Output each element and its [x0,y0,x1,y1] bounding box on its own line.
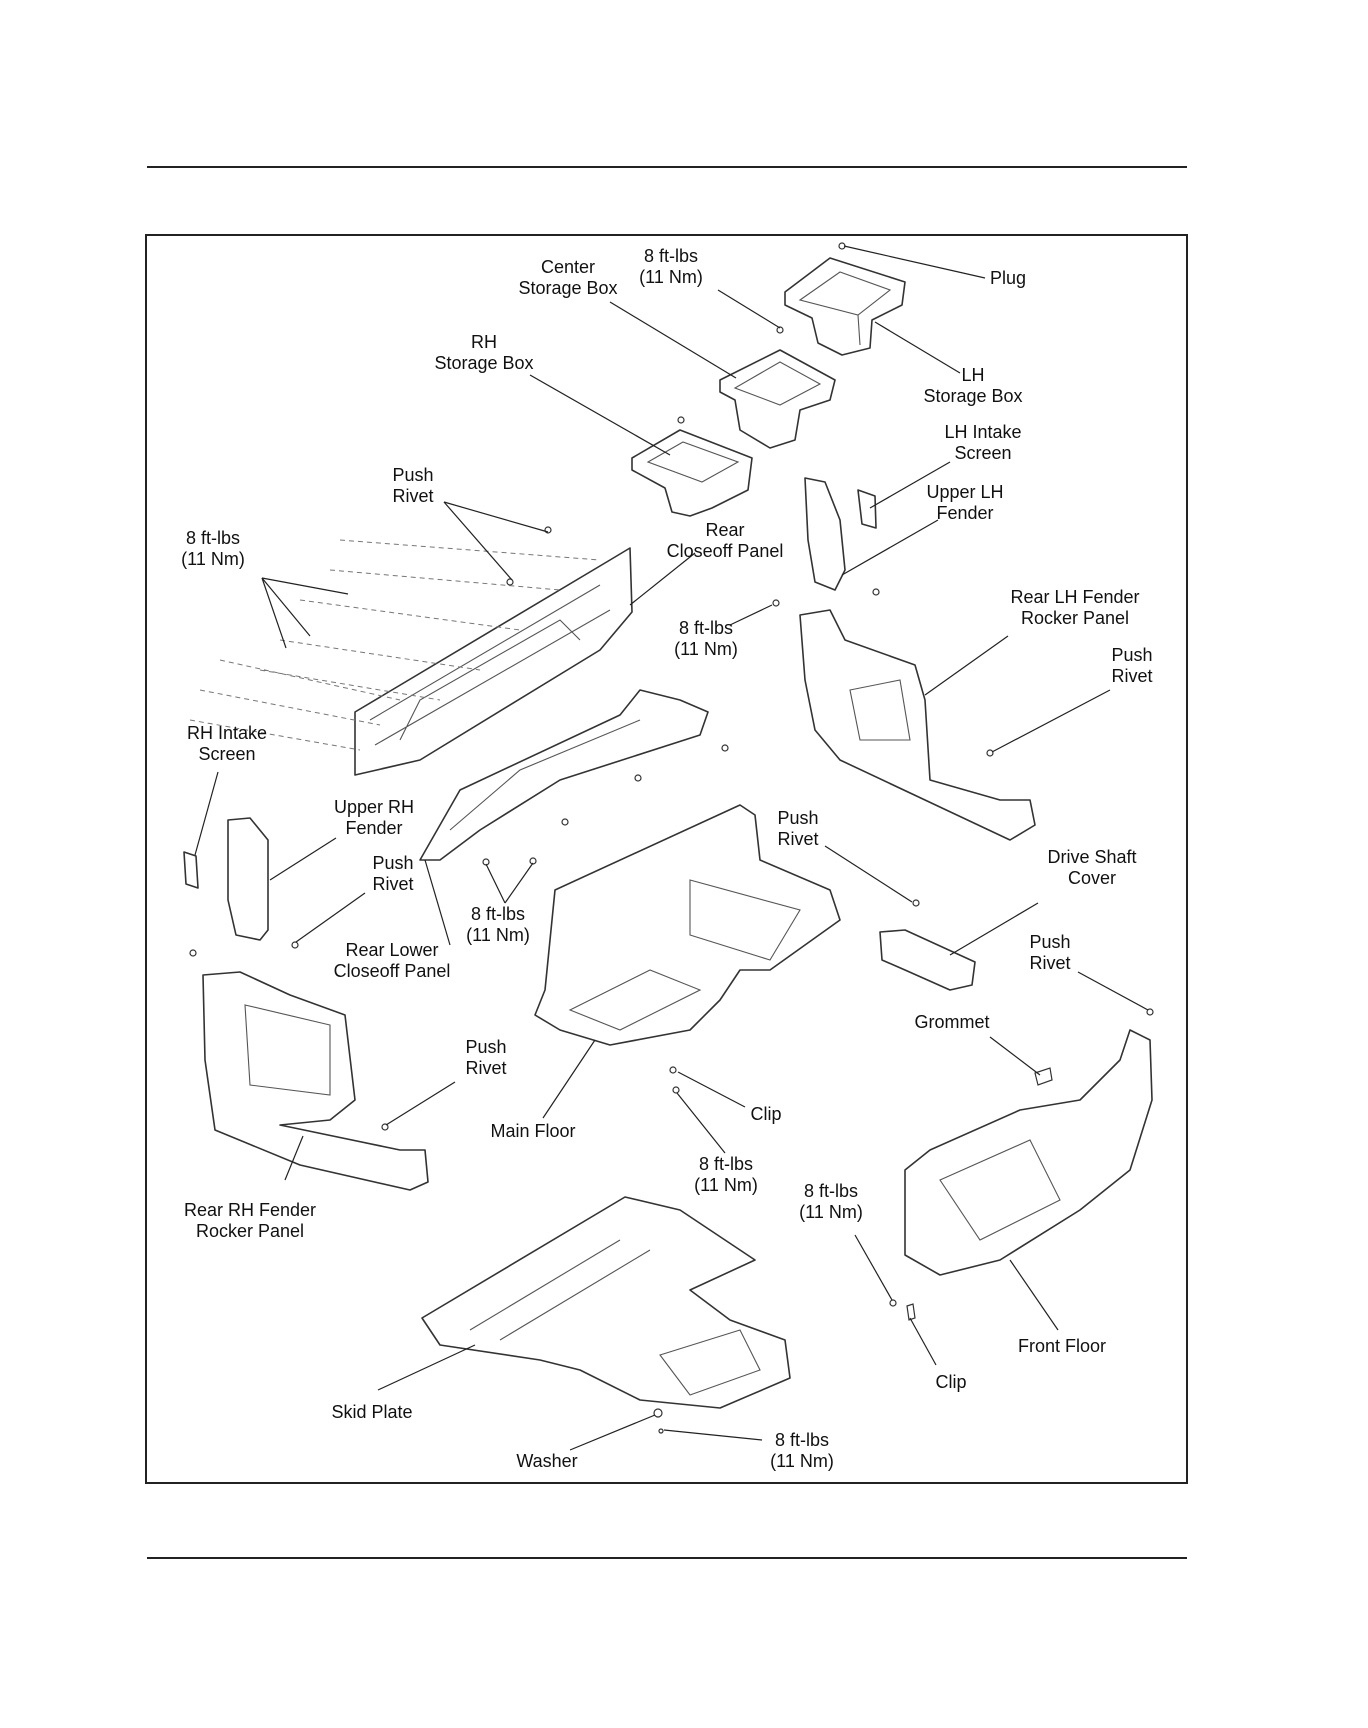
label-torque-bottom: 8 ft-lbs(11 Nm) [770,1430,834,1471]
label-washer: Washer [516,1451,578,1471]
lh-intake-screen-part [857,489,877,529]
label-torque-clip: 8 ft-lbs(11 Nm) [694,1154,758,1195]
label-clip-lower: Clip [935,1372,967,1392]
rh-storage-box-part [631,429,753,517]
lh-storage-box-part [784,257,906,356]
fasteners [189,242,1154,1434]
rear-closeoff-panel-part [189,539,633,776]
leader-lines [194,245,1149,1451]
rear-lower-closeoff-panel-part [419,689,709,861]
label-torque-left: 8 ft-lbs(11 Nm) [181,528,245,569]
skid-plate-part [421,1196,791,1409]
center-storage-box-part [719,349,836,449]
label-torque-front: 8 ft-lbs(11 Nm) [799,1181,863,1222]
label-grommet: Grommet [914,1012,990,1032]
footer-rule [147,1557,1187,1559]
label-torque-top: 8 ft-lbs(11 Nm) [639,246,703,287]
label-torque-lower-closeoff: 8 ft-lbs(11 Nm) [466,904,530,945]
header-rule [147,166,1187,168]
front-floor-part [904,1029,1153,1276]
label-torque-mid: 8 ft-lbs(11 Nm) [674,618,738,659]
rear-lh-fender-rocker-part [799,609,1036,841]
label-skid-plate: Skid Plate [331,1402,413,1422]
rh-intake-screen-part [183,851,199,889]
label-front-floor: Front Floor [1017,1336,1107,1356]
label-main-floor: Main Floor [490,1121,576,1141]
upper-lh-fender-part [804,477,846,591]
diagram-frame [145,234,1188,1484]
label-clip-upper: Clip [750,1104,782,1124]
upper-rh-fender-part [227,817,269,941]
drive-shaft-cover-part [879,929,976,991]
rear-rh-fender-rocker-part [202,971,429,1191]
main-floor-part [534,804,841,1046]
label-plug: Plug [989,268,1027,288]
